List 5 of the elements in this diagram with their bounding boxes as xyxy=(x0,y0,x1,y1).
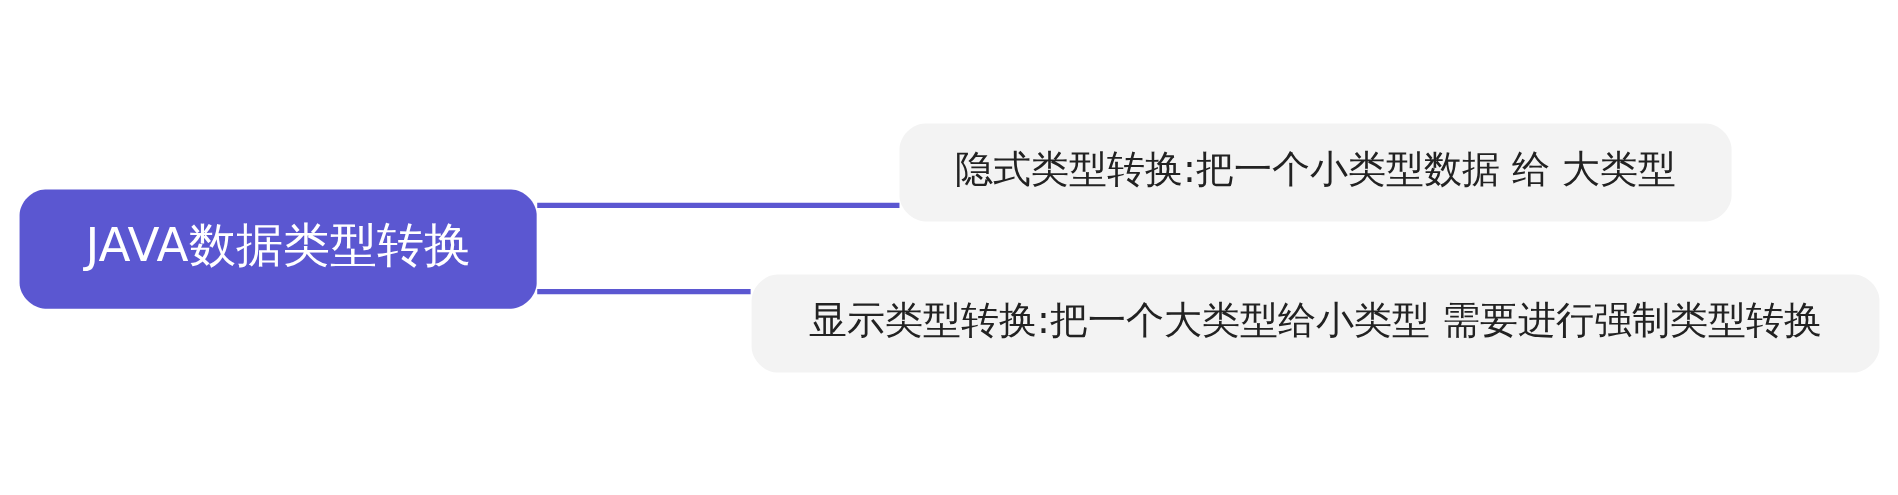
connector xyxy=(536,288,751,294)
node-box: 隐式类型转换:把一个小类型数据 给 大类型 xyxy=(899,123,1732,221)
node-box: 显示类型转换:把一个大类型给小类型 需要进行强制类型转换 xyxy=(751,274,1879,372)
connector xyxy=(536,202,899,208)
node-box: JAVA数据类型转换 xyxy=(19,189,537,309)
